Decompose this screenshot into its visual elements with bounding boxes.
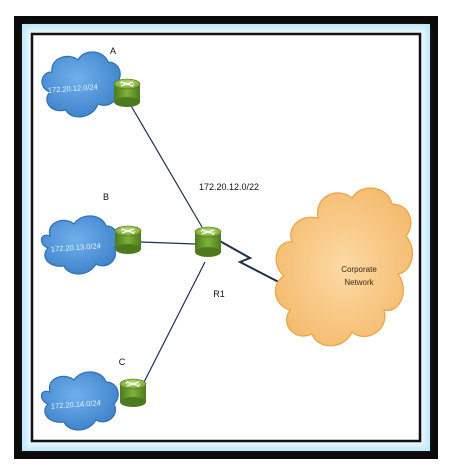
router-a-label: A [110, 46, 116, 56]
router-b-icon [114, 225, 142, 254]
link-c-r1 [139, 261, 206, 391]
corporate-label-line1: Corporate [341, 265, 377, 274]
subnet-b-label: 172.20.13.0/24 [51, 241, 102, 253]
router-c-label: C [119, 357, 126, 367]
router-r1-label: R1 [213, 289, 225, 299]
router-c-icon [119, 378, 147, 407]
corporate-network-cloud: Corporate Network [274, 187, 414, 347]
subnet-cloud-a: 172.20.12.0/24 [41, 51, 121, 118]
router-b-label: B [103, 192, 109, 202]
wan-link-r1-corporate [217, 239, 299, 293]
corporate-label-line2: Network [344, 278, 374, 287]
router-a-icon [113, 78, 141, 107]
link-a-r1 [129, 103, 203, 228]
subnet-c-label: 172.20.14.0/24 [51, 398, 102, 410]
subnet-cloud-c: 172.20.14.0/24 [40, 371, 119, 431]
link-b-r1 [139, 241, 197, 245]
summary-route-label: 172.20.12.0/22 [199, 182, 259, 192]
subnet-cloud-b: 172.20.13.0/24 [40, 215, 119, 275]
links [129, 103, 299, 391]
router-r1-icon [194, 226, 222, 257]
subnet-a-label: 172.20.12.0/24 [48, 82, 99, 94]
